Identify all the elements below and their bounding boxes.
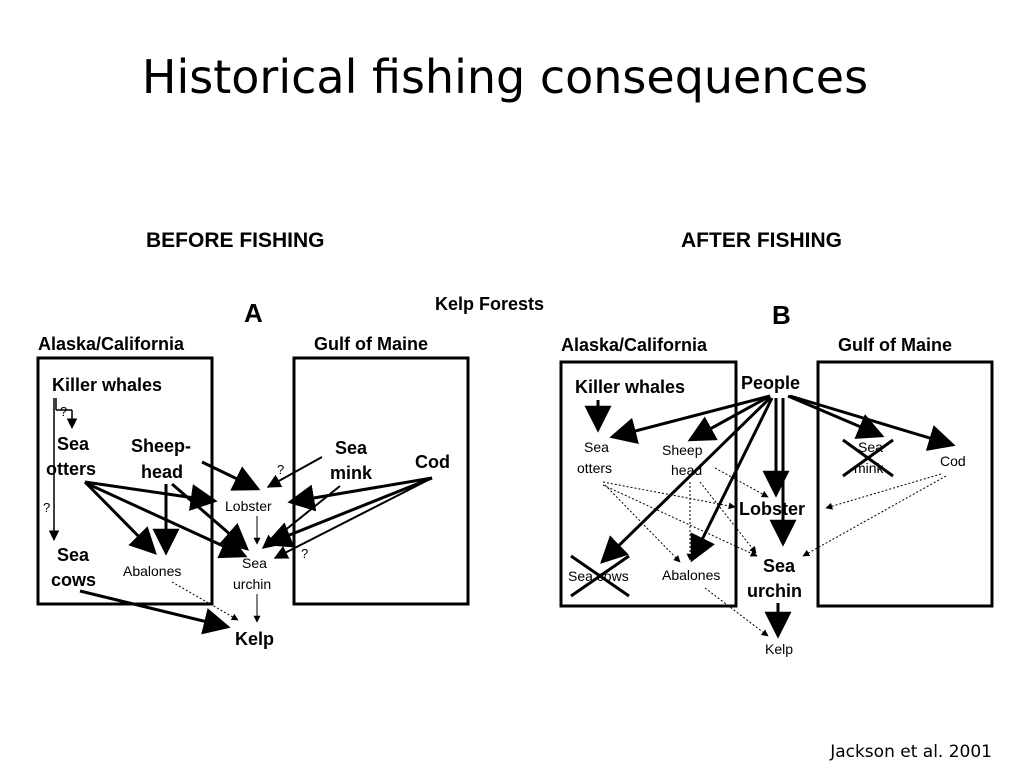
a-sea-cows-line1: Sea — [57, 545, 90, 565]
a-sea-otters-line2: otters — [46, 459, 96, 479]
panel-b-arrows — [584, 394, 956, 639]
panel-a-region-alaska: Alaska/California — [38, 334, 185, 354]
panel-a-heading: BEFORE FISHING — [146, 229, 325, 252]
b-sea-otters-line2: otters — [577, 460, 612, 476]
a-sea-otters-line1: Sea — [57, 434, 90, 454]
a-sea-cows-line2: cows — [51, 570, 96, 590]
a-sea-urchin-line2: urchin — [233, 576, 271, 592]
a-lobster: Lobster — [225, 498, 272, 514]
panel-b-heading: AFTER FISHING — [681, 229, 842, 252]
panel-b-region-maine: Gulf of Maine — [838, 335, 952, 355]
a-sea-mink-line2: mink — [330, 463, 373, 483]
b-sea-urchin-line2: urchin — [747, 581, 802, 601]
panel-b-letter: B — [772, 300, 791, 330]
b-killer-whales: Killer whales — [575, 377, 685, 397]
a-sheephead-line2: head — [141, 462, 183, 482]
panel-a-alaska-box — [36, 356, 214, 606]
b-people: People — [741, 373, 800, 393]
a-killer-whales: Killer whales — [52, 375, 162, 395]
a-uncertain-mark-3: ? — [277, 462, 284, 477]
panel-a-arrows — [48, 398, 433, 635]
b-kelp: Kelp — [765, 641, 793, 657]
a-sea-mink-line1: Sea — [335, 438, 368, 458]
panel-b-region-alaska: Alaska/California — [561, 335, 708, 355]
a-uncertain-mark-1: ? — [60, 404, 67, 419]
b-sheephead-line2: head — [671, 462, 702, 478]
b-sheephead-line1: Sheep — [662, 442, 703, 458]
b-sea-urchin-line1: Sea — [763, 556, 796, 576]
b-abalones: Abalones — [662, 567, 720, 583]
slide-title: Historical fishing consequences — [141, 50, 869, 104]
panel-a-region-maine: Gulf of Maine — [314, 334, 428, 354]
panel-b-maine-box — [816, 360, 994, 608]
kelp-forests-label: Kelp Forests — [435, 294, 544, 314]
a-uncertain-mark-2: ? — [43, 500, 50, 515]
b-lobster: Lobster — [739, 499, 805, 519]
a-abalones: Abalones — [123, 563, 181, 579]
panel-a-letter: A — [244, 298, 263, 328]
panel-b-alaska-box — [559, 360, 738, 608]
a-sheephead-line1: Sheep- — [131, 436, 191, 456]
citation: Jackson et al. 2001 — [830, 742, 992, 762]
a-uncertain-mark-4: ? — [301, 546, 308, 561]
b-cod: Cod — [940, 453, 966, 469]
panel-a-maine-box — [292, 356, 470, 606]
a-cod: Cod — [415, 452, 450, 472]
b-sea-otters-line1: Sea — [584, 439, 609, 455]
a-kelp: Kelp — [235, 629, 274, 649]
a-sea-urchin-line1: Sea — [242, 555, 267, 571]
extinct-cross-sea-mink — [842, 438, 894, 478]
